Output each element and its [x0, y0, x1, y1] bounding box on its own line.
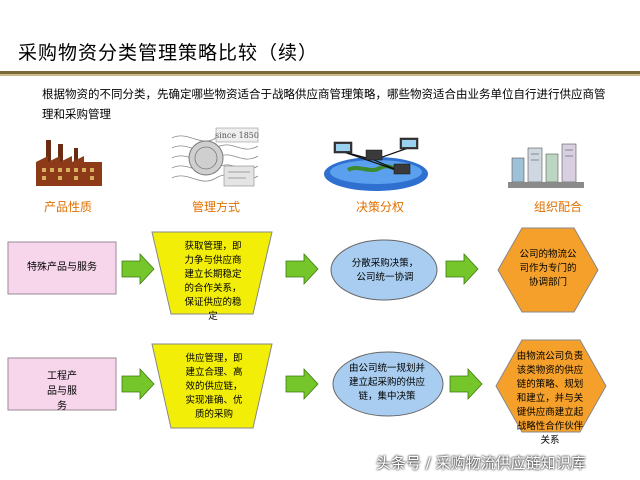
title-divider [0, 71, 640, 74]
management-text-row2: 供应管理，即建立合理、高效的供应链，实现准确、优质的采购 [185, 353, 243, 420]
product-label-row2: 工程产品与服务 [47, 371, 77, 412]
organization-illustration [508, 143, 584, 188]
page-title: 采购物资分类管理策略比较（续） [18, 42, 319, 64]
money-stamp-illustration: since 1850 [171, 127, 259, 187]
management-text-row1: 获取管理，即力争与供应商建立长期稳定的合作关系，保证供应的稳定 [184, 241, 242, 322]
ellipse-row2 [332, 351, 444, 417]
arrow-row2-1 [121, 367, 155, 401]
column-header-management-method: 管理方式 [191, 200, 240, 214]
column-header-decision-authority: 决策分权 [355, 200, 404, 214]
product-label-row1: 特殊产品与服务 [27, 262, 97, 273]
arrow-row2-2 [285, 367, 319, 401]
hexagon-row1 [497, 227, 599, 313]
decision-text-row1: 分散采购决策，公司统一协调 [351, 258, 419, 283]
arrow-row1-3 [445, 252, 479, 286]
arrow-row2-3 [449, 367, 483, 401]
hexagon-row2 [495, 339, 607, 433]
watermark: 头条号 / 采购物流供应链知识库 [376, 454, 586, 472]
organization-text-row1: 公司的物流公司作为专门的协调部门 [519, 249, 577, 288]
trapezoid-row1 [151, 231, 273, 315]
ellipse-row1 [330, 239, 438, 301]
network-globe-illustration [324, 137, 428, 191]
organization-text-row2: 由物流公司负责该类物资的供应链的策略、规划和建立，并与关键供应商建立起战略性合作… [516, 351, 584, 446]
product-box-row2 [7, 357, 117, 411]
decision-text-row2: 由公司统一规划并建立起采购的供应链，集中决策 [348, 363, 425, 402]
column-header-product-nature: 产品性质 [43, 200, 92, 214]
svg-text:since 1850: since 1850 [215, 131, 259, 140]
intro-paragraph: 根据物资的不同分类，先确定哪些物资适合于战略供应商管理策略，哪些物资适合由业务单… [42, 87, 606, 121]
arrow-row1-1 [121, 252, 155, 286]
arrow-row1-2 [285, 252, 319, 286]
factory-illustration [36, 140, 102, 186]
title-divider-accent [0, 74, 640, 76]
trapezoid-row2 [151, 343, 273, 429]
column-header-organization: 组织配合 [533, 200, 582, 214]
product-box-row1 [7, 241, 117, 295]
